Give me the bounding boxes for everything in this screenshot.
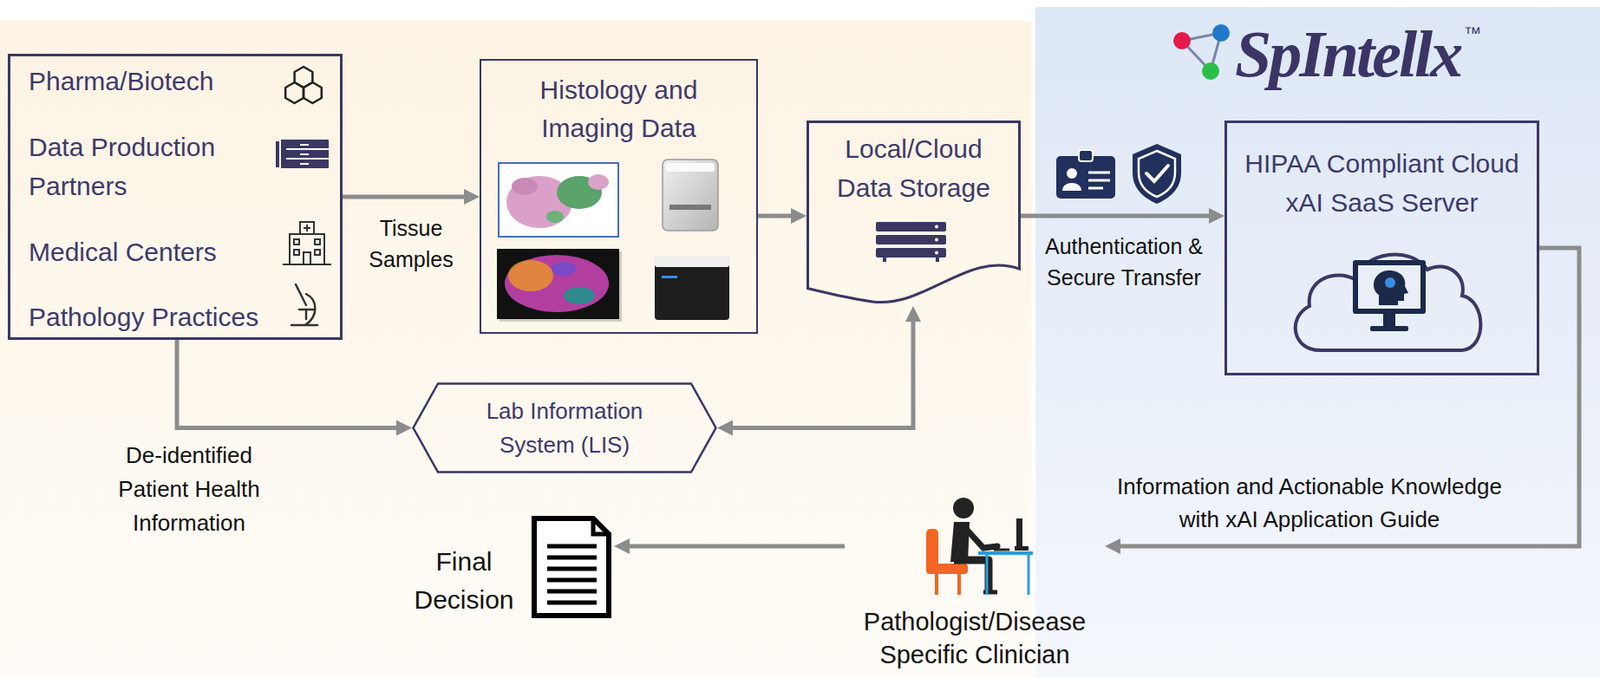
lis-hexagon: Lab Information System (LIS): [411, 382, 718, 474]
arrow-head: [717, 420, 733, 437]
arrow-head: [613, 538, 630, 555]
left-region: [0, 20, 1032, 678]
cloud-icon: [1295, 254, 1482, 351]
connector-line: [342, 195, 466, 200]
connector-arrow: [717, 306, 921, 437]
edge-label: De-identified Patient Health Information: [102, 438, 276, 541]
node-text: Pathology Practices: [28, 297, 281, 337]
trademark-sign: ™: [1463, 24, 1482, 42]
node-text: Data Production Partners: [28, 127, 281, 206]
wave-shape: [808, 122, 1020, 303]
tissue-slide-image: [498, 163, 619, 237]
connector-line: [1118, 248, 1580, 547]
data-box: Histology and Imaging Data: [479, 58, 758, 334]
storage-document: Local/Cloud Data Storage: [806, 120, 1021, 307]
pathologist-icon: [926, 497, 1033, 595]
arrow-head: [396, 420, 412, 437]
cabinet-icon: [275, 139, 329, 169]
decision-node: Final Decision: [407, 511, 614, 623]
connector-arrow: [1020, 208, 1225, 224]
arrow-head: [905, 306, 921, 322]
clinician-node: Pathologist/Disease Specific Clinician: [844, 490, 1105, 675]
shield-icon: [1132, 143, 1182, 204]
arrow-head: [1208, 208, 1225, 224]
hospital-icon: [282, 222, 332, 265]
microscope-icon: [291, 284, 318, 326]
connector-line: [627, 544, 845, 549]
connector-arrow: [176, 339, 412, 437]
fluorescence-image: [496, 248, 622, 322]
connector-line: [731, 320, 914, 429]
slide-scanner-image: [662, 159, 719, 231]
node-text: Pharma/Biotech: [28, 61, 281, 101]
server-icon: [875, 222, 947, 262]
id-card-icon: [1056, 150, 1116, 199]
hexagon-outline: [411, 382, 718, 474]
edge-label: Information and Actionable Knowledge wit…: [1105, 470, 1514, 536]
connector-arrow: [613, 538, 845, 555]
arrow-head: [1104, 538, 1121, 555]
connector-line: [1020, 214, 1211, 219]
right-region: [1035, 6, 1600, 678]
connector-arrow: [757, 208, 807, 224]
edge-label: Tissue Samples: [350, 212, 472, 275]
connector-arrow: [342, 189, 480, 205]
molecule-icon: [285, 66, 322, 104]
node-text: HIPAA Compliant Cloud xAI SaaS Server: [1244, 143, 1520, 223]
hexagon-shape: [413, 384, 717, 473]
document-icon: [534, 518, 609, 616]
edge-label: Authentication & Secure Transfer: [1041, 230, 1207, 294]
node-text: Local/Cloud Data Storage: [816, 129, 1011, 208]
node-text: Pathologist/Disease Specific Clinician: [844, 605, 1105, 672]
connector-arrow: [1104, 248, 1580, 555]
node-text: Histology and Imaging Data: [496, 71, 741, 148]
node-text: Final Decision: [407, 542, 521, 620]
logo-wordmark: SpIntellx: [1234, 20, 1461, 87]
connector-line: [757, 214, 793, 219]
imaging-system-image: [654, 256, 730, 320]
source-box: Pharma/BiotechData Production PartnersMe…: [7, 53, 343, 340]
server-box: HIPAA Compliant Cloud xAI SaaS Server: [1224, 120, 1540, 376]
arrow-head: [790, 208, 807, 224]
connector-line: [176, 339, 399, 429]
node-text: Lab Information System (LIS): [463, 394, 666, 463]
node-text: Medical Centers: [28, 232, 281, 272]
logo-mark: [1173, 24, 1230, 80]
arrow-head: [463, 189, 480, 205]
